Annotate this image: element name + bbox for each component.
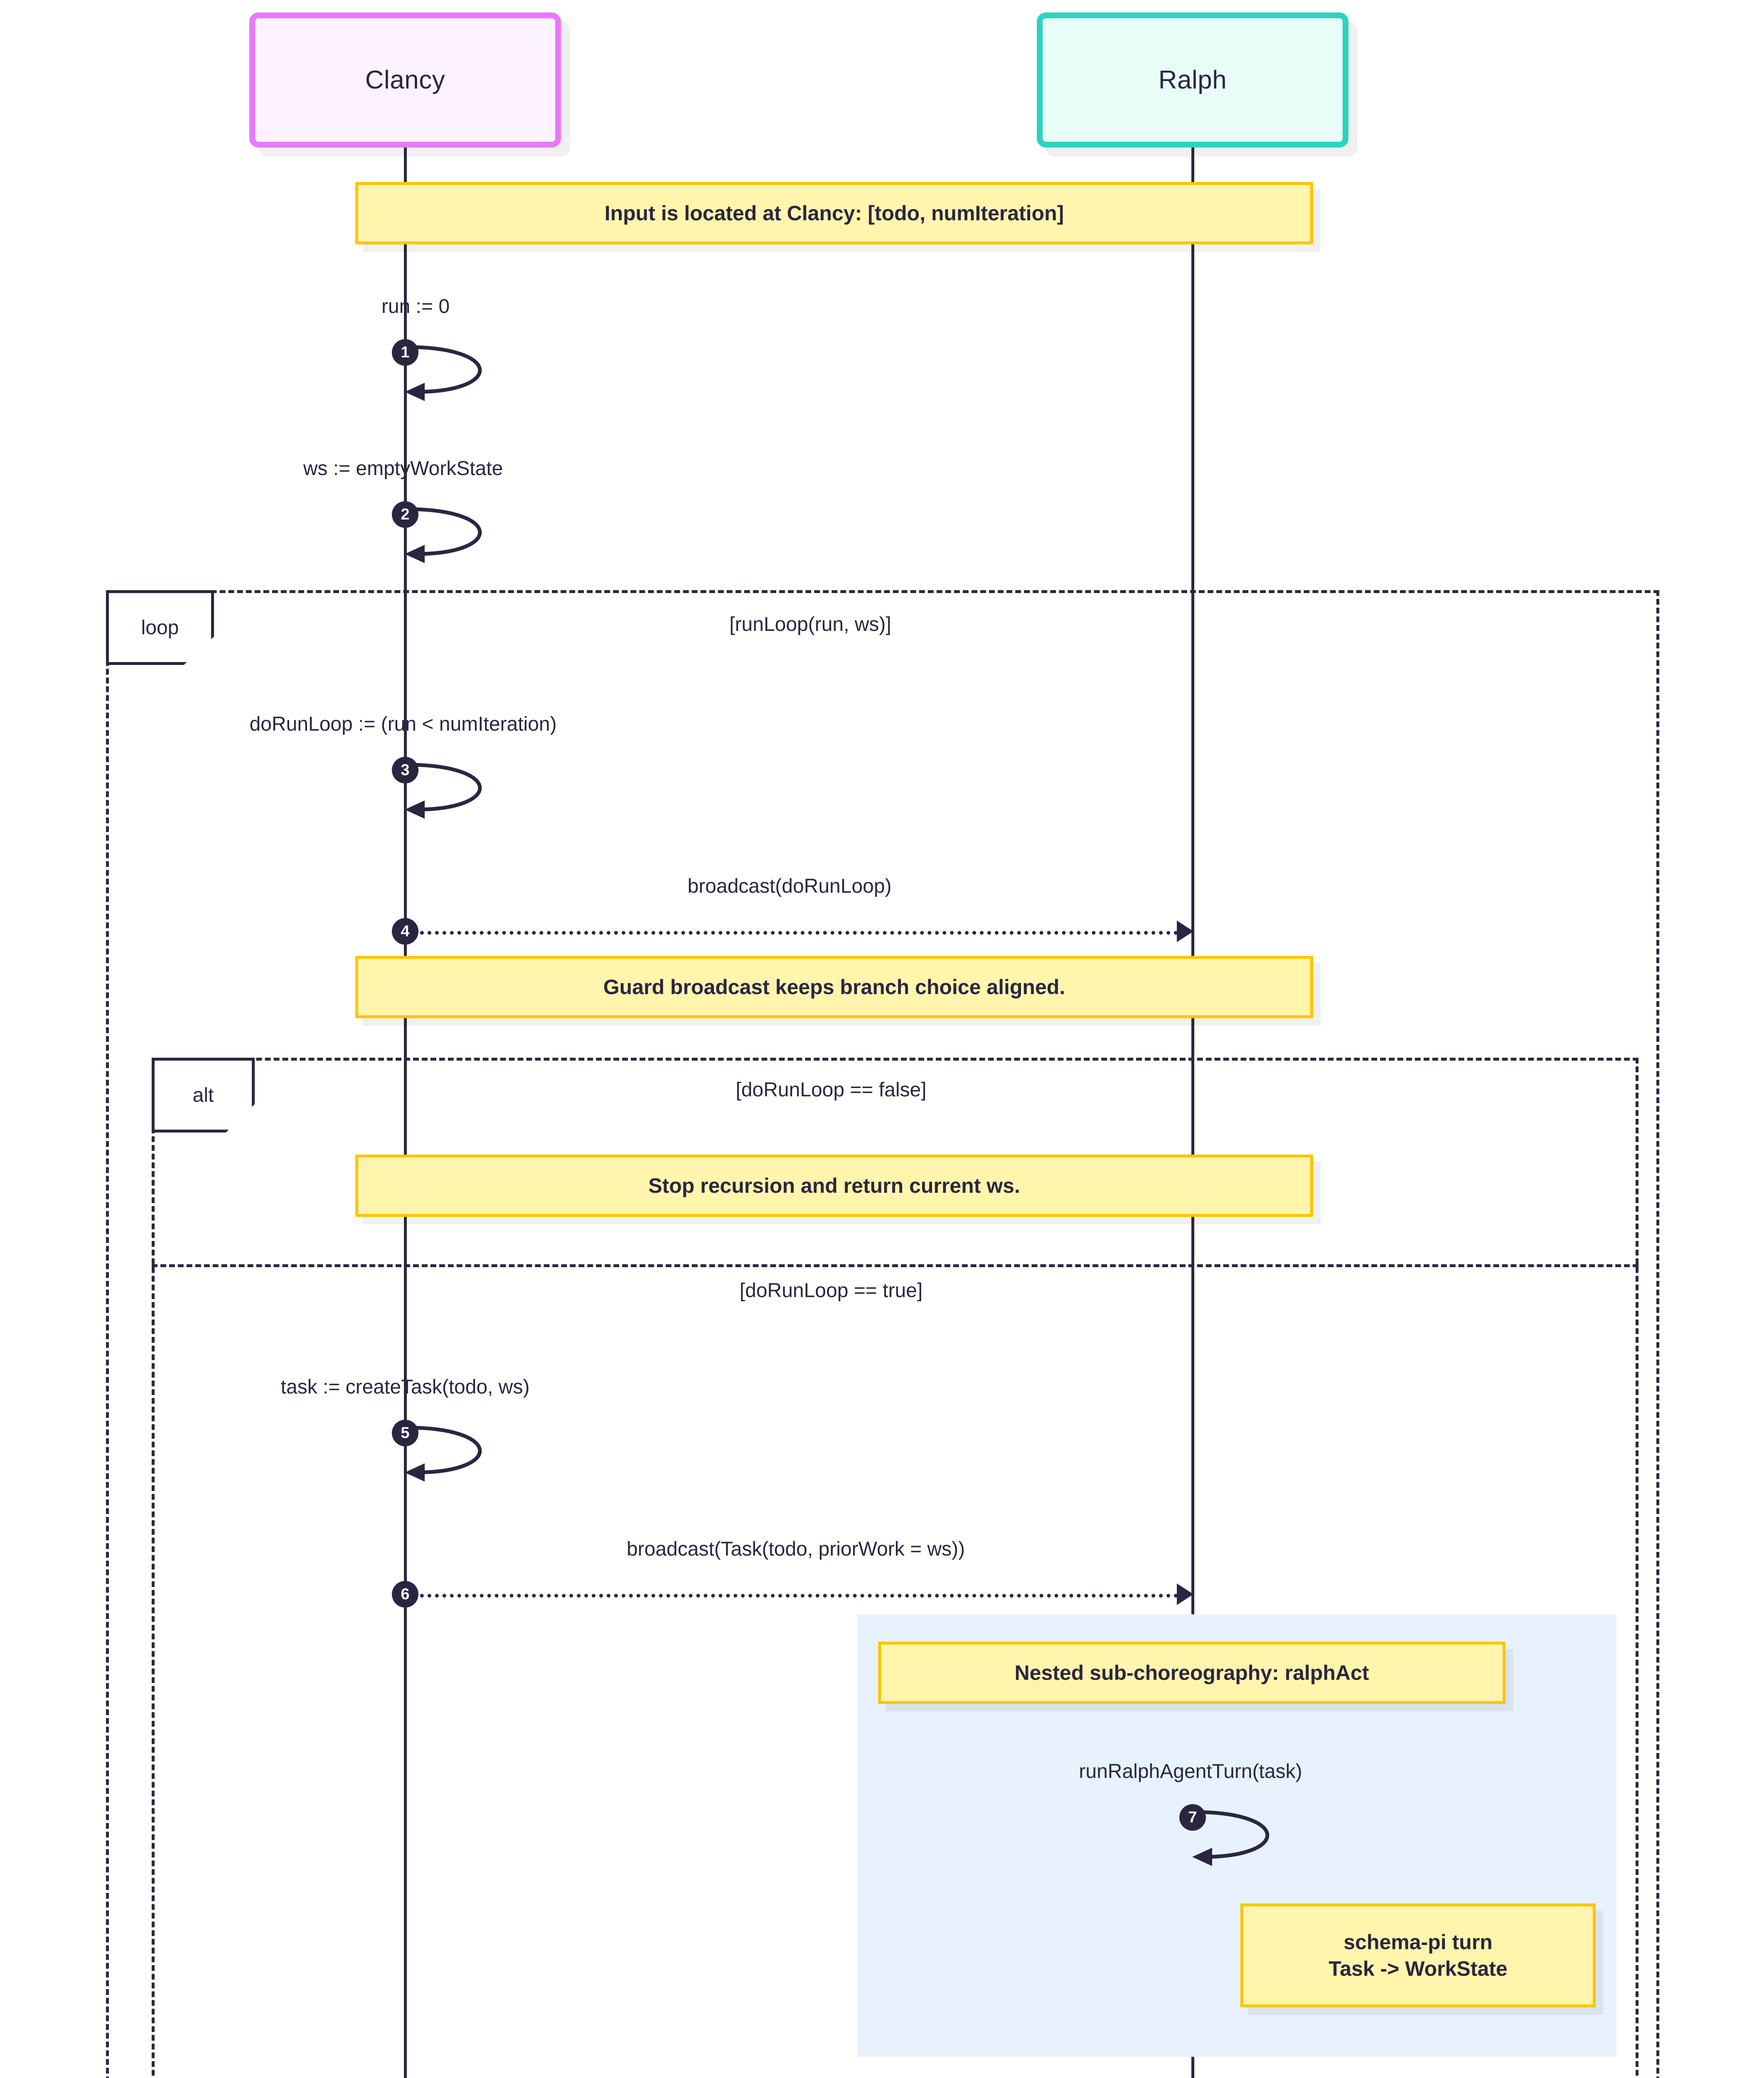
sequence-badge-1: 1 <box>392 339 418 366</box>
lifeline-clancy <box>404 148 407 2078</box>
self-loop-arrow-3 <box>405 763 482 819</box>
actor-label-clancy-top: Clancy <box>365 66 445 94</box>
note-input-location-text: Input is located at Clancy: [todo, numIt… <box>604 202 1064 225</box>
sequence-badge-5: 5 <box>392 1420 418 1446</box>
note-nested-subchoreography: Nested sub-choreography: ralphAct <box>878 1642 1506 1704</box>
sequence-badge-3: 3 <box>392 757 418 783</box>
note-stop-recursion: Stop recursion and return current ws. <box>355 1155 1313 1217</box>
note-guard-broadcast: Guard broadcast keeps branch choice alig… <box>355 956 1313 1018</box>
actor-clancy-top[interactable]: Clancy <box>249 12 561 148</box>
alt-frame-condition: [doRunLoop == false] <box>736 1079 927 1101</box>
message-line-6 <box>405 1594 1178 1598</box>
actor-label-ralph-top: Ralph <box>1158 66 1227 94</box>
self-loop-arrow-1 <box>405 345 482 401</box>
message-arrowhead-4 <box>1177 921 1193 942</box>
message-label-4: broadcast(doRunLoop) <box>687 875 892 897</box>
note-input-location: Input is located at Clancy: [todo, numIt… <box>355 182 1313 244</box>
message-label-7: runRalphAgentTurn(task) <box>1079 1760 1302 1783</box>
alt-frame-label: alt <box>192 1084 214 1106</box>
sequence-badge-4: 4 <box>392 918 418 945</box>
self-loop-arrow-2 <box>405 507 482 563</box>
message-label-6: broadcast(Task(todo, priorWork = ws)) <box>626 1538 965 1560</box>
alt-frame-tab: alt <box>152 1058 255 1133</box>
loop-frame-condition: [runLoop(run, ws)] <box>729 613 891 635</box>
note-schema-pi-turn-line1: schema-pi turn <box>1343 1930 1493 1954</box>
self-loop-arrow-5 <box>405 1426 482 1482</box>
note-schema-pi-turn-line2: Task -> WorkState <box>1329 1957 1508 1980</box>
message-label-3: doRunLoop := (run < numIteration) <box>249 713 557 735</box>
message-label-1: run := 0 <box>381 295 450 318</box>
message-arrowhead-6 <box>1177 1583 1193 1605</box>
loop-frame-tab: loop <box>106 590 214 665</box>
sequence-badge-2: 2 <box>392 501 418 528</box>
self-loop-arrow-7 <box>1192 1810 1269 1866</box>
alt-frame-divider <box>152 1264 1639 1267</box>
message-label-5: task := createTask(todo, ws) <box>280 1376 530 1398</box>
note-stop-recursion-text: Stop recursion and return current ws. <box>648 1174 1020 1197</box>
note-guard-broadcast-text: Guard broadcast keeps branch choice alig… <box>603 975 1065 999</box>
alt-frame <box>152 1058 1639 2078</box>
loop-frame <box>106 590 1659 2078</box>
message-label-2: ws := emptyWorkState <box>303 458 503 480</box>
actor-ralph-top[interactable]: Ralph <box>1037 12 1348 148</box>
sequence-badge-6: 6 <box>392 1581 418 1608</box>
message-line-4 <box>405 931 1178 935</box>
alt-frame-else-condition: [doRunLoop == true] <box>739 1280 923 1302</box>
lifeline-ralph <box>1191 148 1194 2078</box>
note-schema-pi-turn: schema-pi turn Task -> WorkState <box>1240 1903 1596 2007</box>
loop-frame-label: loop <box>141 616 179 639</box>
sequence-badge-7: 7 <box>1179 1804 1206 1831</box>
note-nested-subchoreography-text: Nested sub-choreography: ralphAct <box>1014 1661 1369 1684</box>
